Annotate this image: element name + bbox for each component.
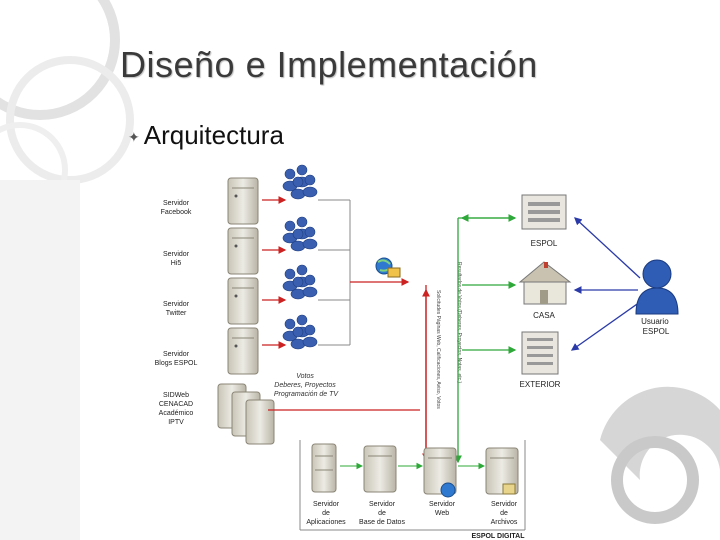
bullet-item: ✦Arquitectura [128, 120, 284, 151]
bullet-icon: ✦ [128, 128, 140, 145]
user-group-icon [282, 264, 318, 300]
red-arrows [262, 196, 430, 462]
location-label-espol: ESPOL [531, 239, 558, 248]
user-espol-icon [635, 259, 679, 315]
decor-ring-bottom-right [611, 436, 699, 524]
decor-left-band [0, 180, 80, 540]
votes-label: Votos Deberes, Proyectos Programación de… [274, 373, 340, 398]
vertical-note-requests: Solicitudes Páginas Web, Calificaciones,… [435, 290, 441, 409]
exterior-building-icon [521, 331, 559, 375]
location-label-casa: CASA [533, 311, 555, 320]
user-espol-label: Usuario ESPOL [641, 317, 671, 336]
votes-label-line-2: Deberes, Proyectos [274, 382, 336, 389]
footer-label: ESPOL DIGITAL [471, 533, 525, 540]
user-espol-label-line-2: ESPOL [643, 327, 670, 336]
server-blogs-icon [227, 327, 259, 375]
server-web-icon [423, 447, 457, 498]
server-hi5-icon [227, 227, 259, 275]
slide-title: Diseño e Implementación [120, 44, 538, 85]
votes-label-line-3: Programación de TV [274, 391, 340, 398]
decor-circle-1 [0, 0, 120, 120]
left-connectors [318, 199, 351, 346]
bottom-bracket [299, 440, 526, 531]
location-label-exterior: EXTERIOR [520, 380, 561, 389]
server-facebook-icon [227, 177, 259, 225]
server-cluster-icon [217, 383, 275, 445]
user-espol-label-line-1: Usuario [641, 317, 669, 326]
user-group-icon [282, 164, 318, 200]
blue-arrows [570, 217, 641, 351]
server-archivos-icon [485, 447, 519, 495]
espol-building-icon [521, 194, 567, 230]
server-aplicaciones-icon [311, 443, 337, 493]
server-base-datos-icon [363, 445, 397, 493]
green-arrows [454, 214, 517, 464]
bullet-text: Arquitectura [143, 120, 284, 150]
vertical-note-results: Resultados de Votos (Deberes, Proyectos,… [456, 262, 462, 384]
votes-label-line-1: Votos [296, 373, 314, 380]
user-group-icon [282, 216, 318, 252]
house-icon [518, 261, 572, 305]
user-group-icon [282, 314, 318, 350]
server-twitter-icon [227, 277, 259, 325]
internet-globe-icon [375, 257, 401, 278]
